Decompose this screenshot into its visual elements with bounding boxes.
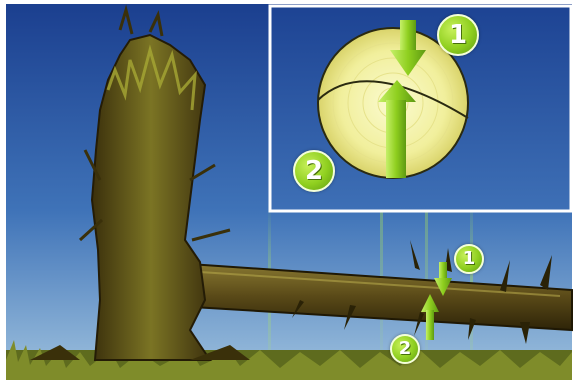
label-badge-1-log: 1 [454, 244, 484, 274]
label-badge-2-log: 2 [390, 334, 420, 364]
label-badge-2-inset: 2 [293, 150, 335, 192]
label-badge-1-inset: 1 [437, 14, 479, 56]
